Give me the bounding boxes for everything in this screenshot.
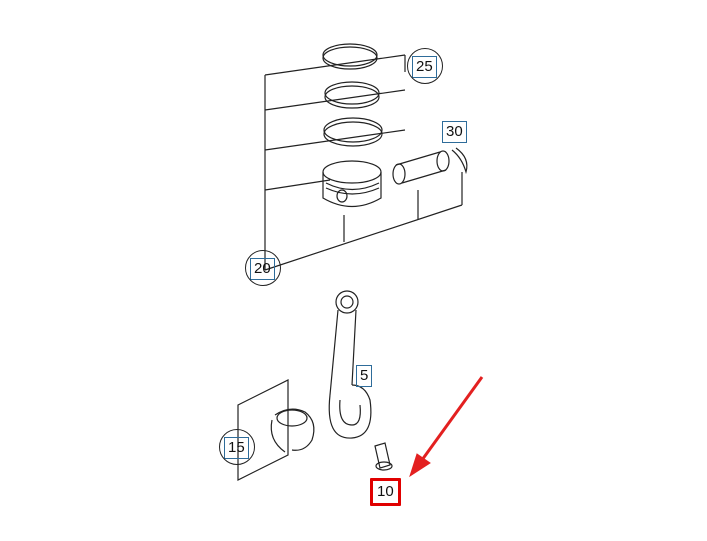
callout-25[interactable]: 25 (407, 48, 443, 84)
callout-30[interactable]: 30 (442, 121, 467, 143)
bearing-bracket (237, 379, 289, 481)
connecting-rod (328, 290, 372, 439)
circlip (451, 147, 468, 175)
piston-ring-2 (324, 81, 380, 109)
piston-ring-3 (323, 117, 383, 147)
callout-10-highlighted[interactable]: 10 (370, 478, 401, 506)
callout-20[interactable]: 20 (245, 250, 281, 286)
pointer-arrow (409, 376, 484, 478)
callout-15[interactable]: 15 (219, 429, 255, 465)
piston-pin (392, 150, 450, 185)
piston-ring-1 (322, 43, 378, 70)
bearing-shells (270, 408, 315, 453)
piston (322, 160, 382, 207)
callout-5[interactable]: 5 (356, 365, 373, 387)
bolt (374, 442, 393, 471)
